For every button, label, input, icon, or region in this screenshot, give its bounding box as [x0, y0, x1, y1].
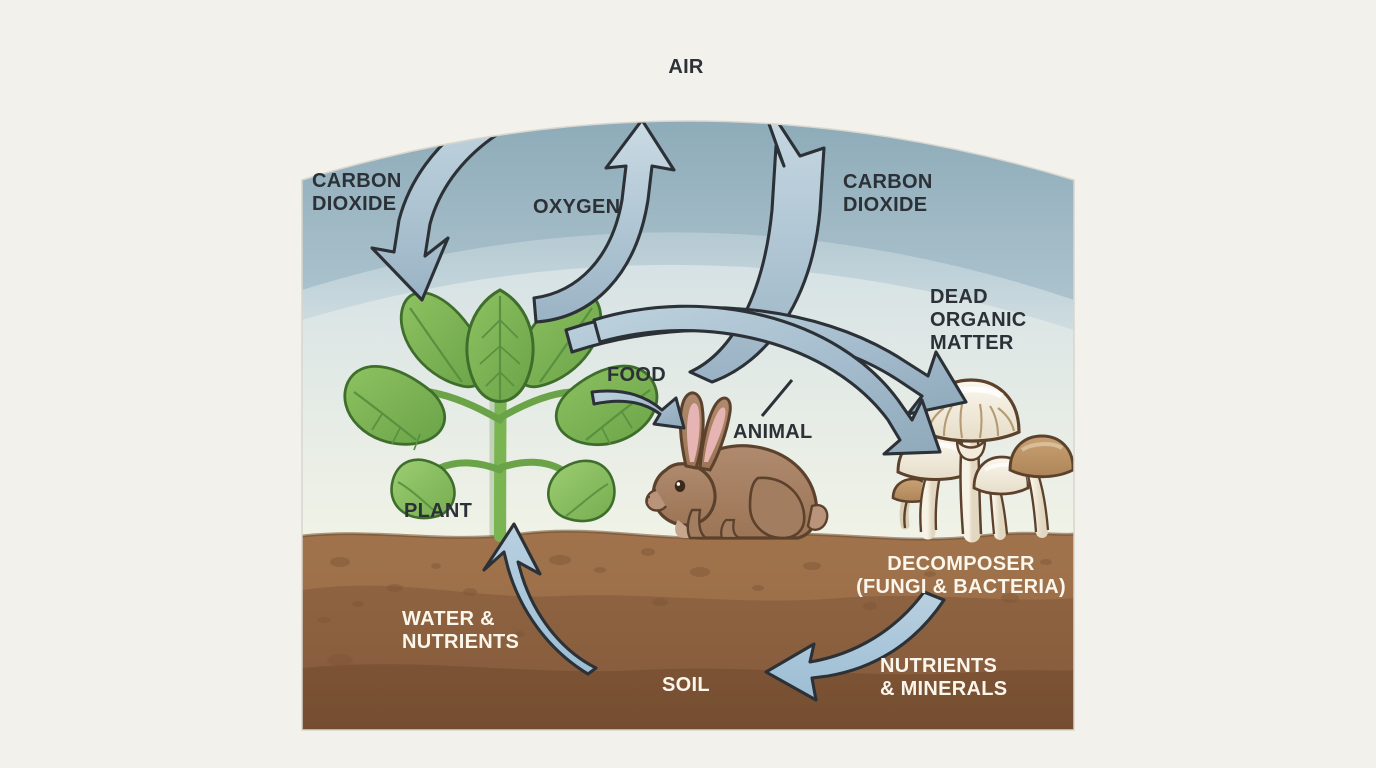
scene-border [301, 120, 1075, 731]
arrow-carbon-dioxide-to-plant [370, 121, 608, 302]
arrow-nutrients-minerals-to-soil [764, 590, 946, 702]
soil-speckles [317, 548, 1052, 666]
soil-layer-bottom [302, 664, 1074, 730]
plant-illustration [343, 288, 659, 544]
scene-group [302, 121, 1074, 730]
arrow-oxygen-to-air [532, 121, 676, 324]
leaf [547, 459, 616, 523]
arrow-water-nutrients-to-plant [482, 522, 598, 676]
arrow-food-plant-to-animal [590, 389, 686, 430]
leaf [554, 364, 659, 447]
leaf [343, 365, 446, 446]
sky-band-lower [302, 232, 1074, 330]
arrow-dead-organic-matter-animal [592, 304, 942, 456]
leaf [390, 458, 456, 520]
rabbit-illustration [645, 391, 829, 540]
sky-band-upper [302, 121, 1074, 300]
animal-leader-line [760, 379, 794, 417]
mushrooms-illustration [891, 378, 1074, 543]
